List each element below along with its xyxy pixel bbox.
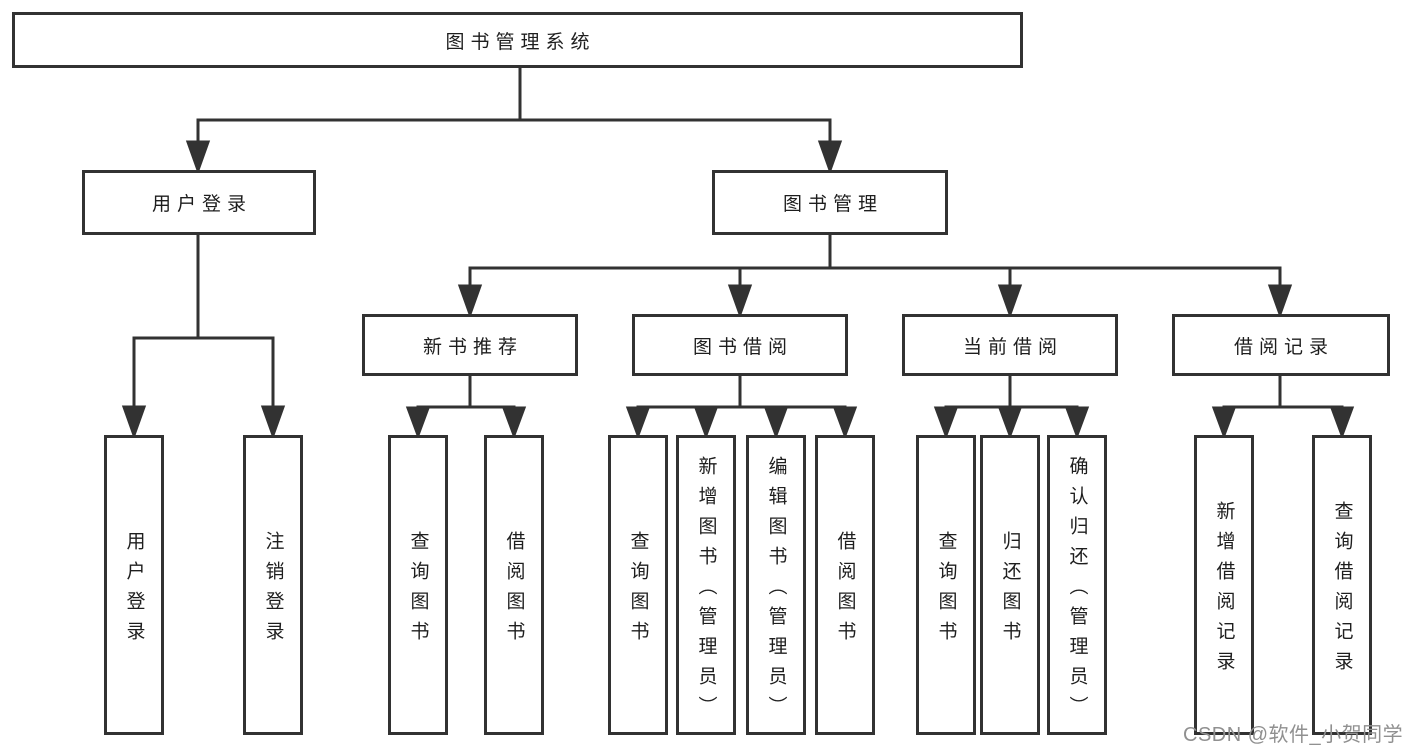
node-root-system-label: 图书管理系统 — [445, 31, 596, 53]
leaf-current-query-books: 查询图书 — [916, 435, 976, 735]
leaf-recommend-query-books: 查询图书 — [388, 435, 448, 735]
leaf-query-borrow-record: 查询借阅记录 — [1312, 435, 1372, 735]
node-root-system: 图书管理系统 — [12, 12, 1023, 68]
leaf-user-login: 用户登录 — [104, 435, 164, 735]
leaf-current-query-books-label: 查询图书 — [935, 530, 957, 651]
node-user-login: 用户登录 — [82, 170, 316, 235]
connector-new-book-children — [405, 376, 527, 440]
leaf-recommend-borrow-books: 借阅图书 — [484, 435, 544, 735]
leaf-add-borrow-record: 新增借阅记录 — [1194, 435, 1254, 735]
leaf-add-borrow-record-label: 新增借阅记录 — [1213, 500, 1235, 681]
leaf-add-books-admin-label: 新增图书（管理员） — [695, 455, 717, 726]
leaf-borrow-books-label: 借阅图书 — [834, 530, 856, 651]
node-borrow-records: 借阅记录 — [1172, 314, 1390, 376]
leaf-user-login-label: 用户登录 — [123, 530, 145, 651]
leaf-borrow-query-books: 查询图书 — [608, 435, 668, 735]
leaf-borrow-query-books-label: 查询图书 — [627, 530, 649, 651]
leaf-return-books: 归还图书 — [980, 435, 1040, 735]
leaf-return-books-label: 归还图书 — [999, 530, 1021, 651]
connector-user-login-children — [121, 235, 286, 440]
node-new-book-recommend-label: 新书推荐 — [422, 336, 523, 358]
node-book-management: 图书管理 — [712, 170, 948, 235]
node-user-login-label: 用户登录 — [151, 194, 252, 215]
leaf-recommend-borrow-books-label: 借阅图书 — [503, 530, 525, 651]
node-current-borrow: 当前借阅 — [902, 314, 1118, 376]
leaf-edit-books-admin: 编辑图书（管理员） — [746, 435, 806, 735]
leaf-confirm-return-admin: 确认归还（管理员） — [1047, 435, 1107, 735]
leaf-add-books-admin: 新增图书（管理员） — [676, 435, 736, 735]
node-book-borrow-label: 图书借阅 — [692, 336, 793, 358]
connector-current-borrow-children — [933, 376, 1090, 440]
connector-root-to-level2 — [185, 67, 843, 175]
leaf-recommend-query-books-label: 查询图书 — [407, 530, 429, 651]
node-current-borrow-label: 当前借阅 — [962, 336, 1063, 358]
leaf-logout-label: 注销登录 — [262, 530, 284, 651]
leaf-logout: 注销登录 — [243, 435, 303, 735]
leaf-confirm-return-admin-label: 确认归还（管理员） — [1066, 455, 1088, 726]
connector-borrow-records-children — [1211, 376, 1355, 440]
node-book-borrow: 图书借阅 — [632, 314, 848, 376]
node-new-book-recommend: 新书推荐 — [362, 314, 578, 376]
node-book-management-label: 图书管理 — [782, 194, 883, 215]
connector-book-borrow-children — [625, 376, 858, 440]
connector-book-mgmt-children — [457, 235, 1293, 319]
node-borrow-records-label: 借阅记录 — [1233, 336, 1334, 358]
leaf-borrow-books: 借阅图书 — [815, 435, 875, 735]
leaf-query-borrow-record-label: 查询借阅记录 — [1331, 500, 1353, 681]
leaf-edit-books-admin-label: 编辑图书（管理员） — [765, 455, 787, 726]
csdn-watermark: CSDN @软件_小贺同学 — [1183, 724, 1404, 746]
